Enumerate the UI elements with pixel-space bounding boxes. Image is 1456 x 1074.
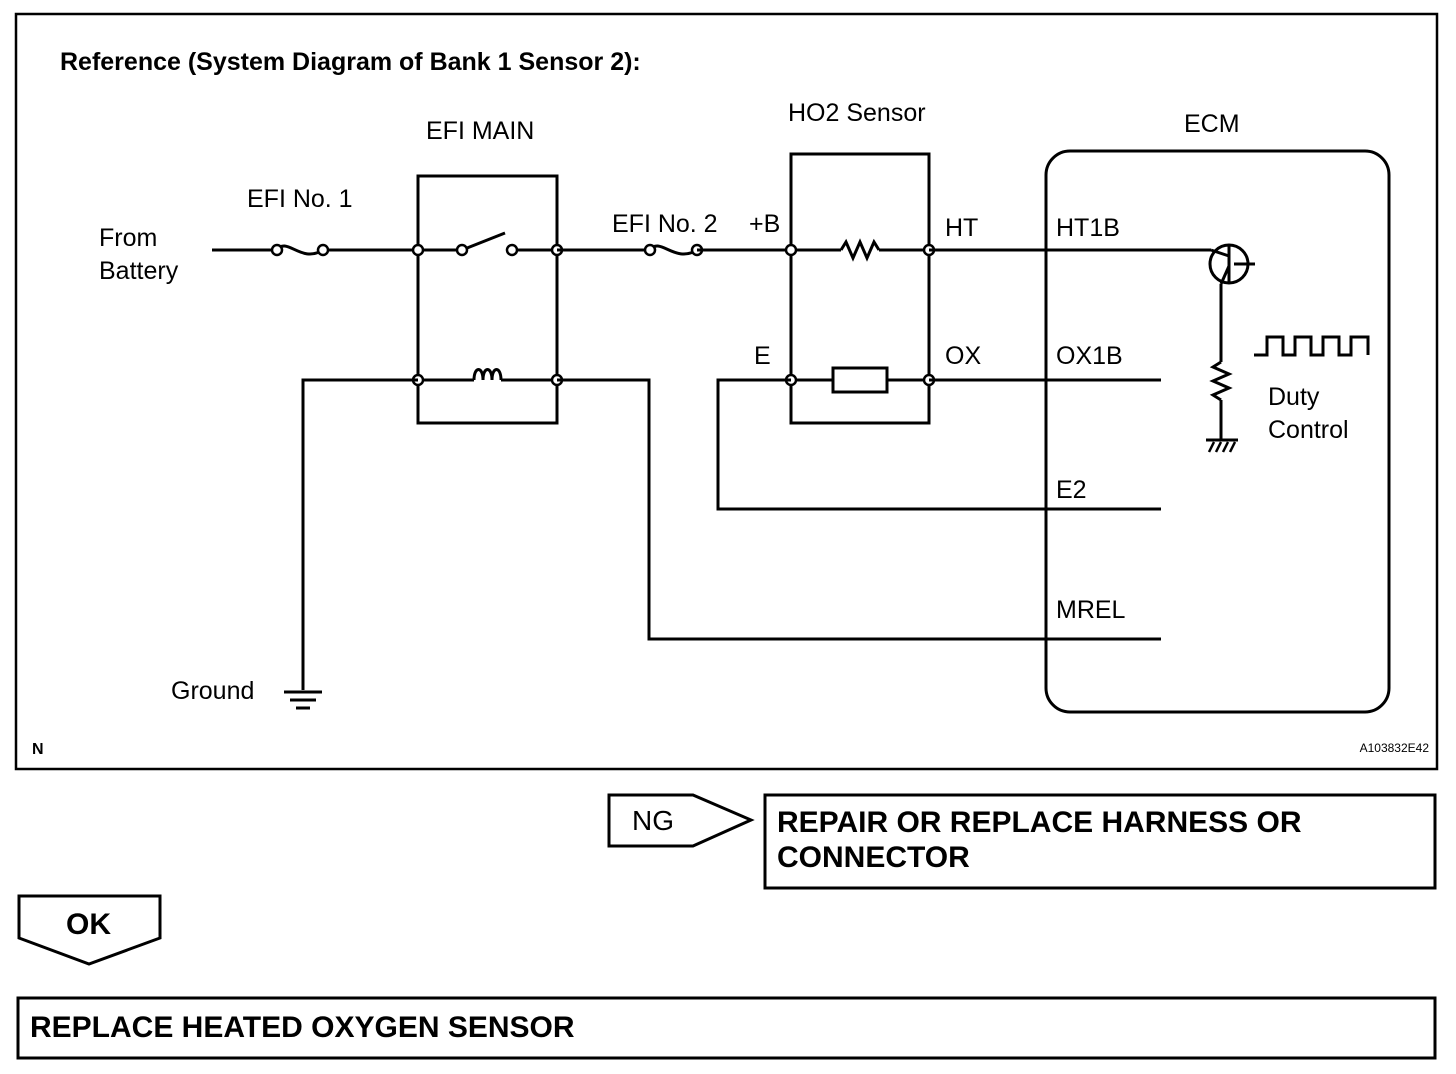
ox1b-label: OX1B <box>1056 342 1123 370</box>
relay-switch-icon <box>418 231 557 257</box>
relay-terminals <box>411 243 564 387</box>
ng-result-line1: REPAIR OR REPLACE HARNESS OR <box>777 806 1302 839</box>
ng-label: NG <box>632 805 674 836</box>
from-battery-label-2: Battery <box>99 257 179 285</box>
heater-resistor-icon <box>791 238 929 262</box>
ok-arrow: OK <box>17 894 162 966</box>
efi-no2-fuse-icon <box>643 243 704 257</box>
e2-wire <box>716 378 1161 511</box>
ng-result-line2: CONNECTOR <box>777 841 970 874</box>
figure-id: A103832E42 <box>1360 741 1430 755</box>
duty-control-label-1: Duty <box>1268 383 1320 411</box>
ng-result-box <box>763 793 1437 890</box>
ox-label: OX <box>945 342 981 370</box>
efi-no2-label: EFI No. 2 <box>612 210 718 238</box>
ho2-sensor-label: HO2 Sensor <box>788 99 926 127</box>
e2-label: E2 <box>1056 476 1087 504</box>
ht1b-label: HT1B <box>1056 214 1120 242</box>
plus-b-label: +B <box>749 210 780 238</box>
mrel-label: MREL <box>1056 596 1126 624</box>
efi-no1-label: EFI No. 1 <box>247 185 353 213</box>
sensor-element-icon <box>791 366 929 394</box>
ok-result-box <box>16 996 1437 1060</box>
e-label: E <box>754 342 771 370</box>
duty-waveform-icon <box>1254 335 1370 357</box>
ground-label: Ground <box>171 677 254 705</box>
ho2-sensor-box <box>789 152 931 425</box>
transistor-icon <box>1208 243 1255 285</box>
ok-result: REPLACE HEATED OXYGEN SENSOR <box>30 1011 575 1044</box>
efi-main-label: EFI MAIN <box>426 117 534 145</box>
ground-wire <box>301 378 418 690</box>
efi-no1-fuse-icon <box>270 243 330 257</box>
mrel-wire <box>557 378 1161 641</box>
ht-label: HT <box>945 214 978 242</box>
ecm-box <box>1044 149 1391 714</box>
relay-coil-icon <box>418 368 557 382</box>
duty-control-label-2: Control <box>1268 416 1349 444</box>
diagram-title: Reference (System Diagram of Bank 1 Sens… <box>60 48 641 76</box>
ecm-label: ECM <box>1184 110 1240 138</box>
ground-symbol-icon <box>284 690 322 710</box>
chassis-ground-icon <box>1206 438 1238 453</box>
pulldown-resistor-icon <box>1209 284 1233 440</box>
efi-main-relay <box>416 174 559 425</box>
from-battery-label-1: From <box>99 224 157 252</box>
ng-arrow: NG <box>607 793 755 848</box>
corner-mark: N <box>32 741 44 758</box>
sensor-terminals <box>784 243 936 387</box>
diagram-frame <box>14 12 1439 771</box>
ok-label: OK <box>66 908 111 941</box>
